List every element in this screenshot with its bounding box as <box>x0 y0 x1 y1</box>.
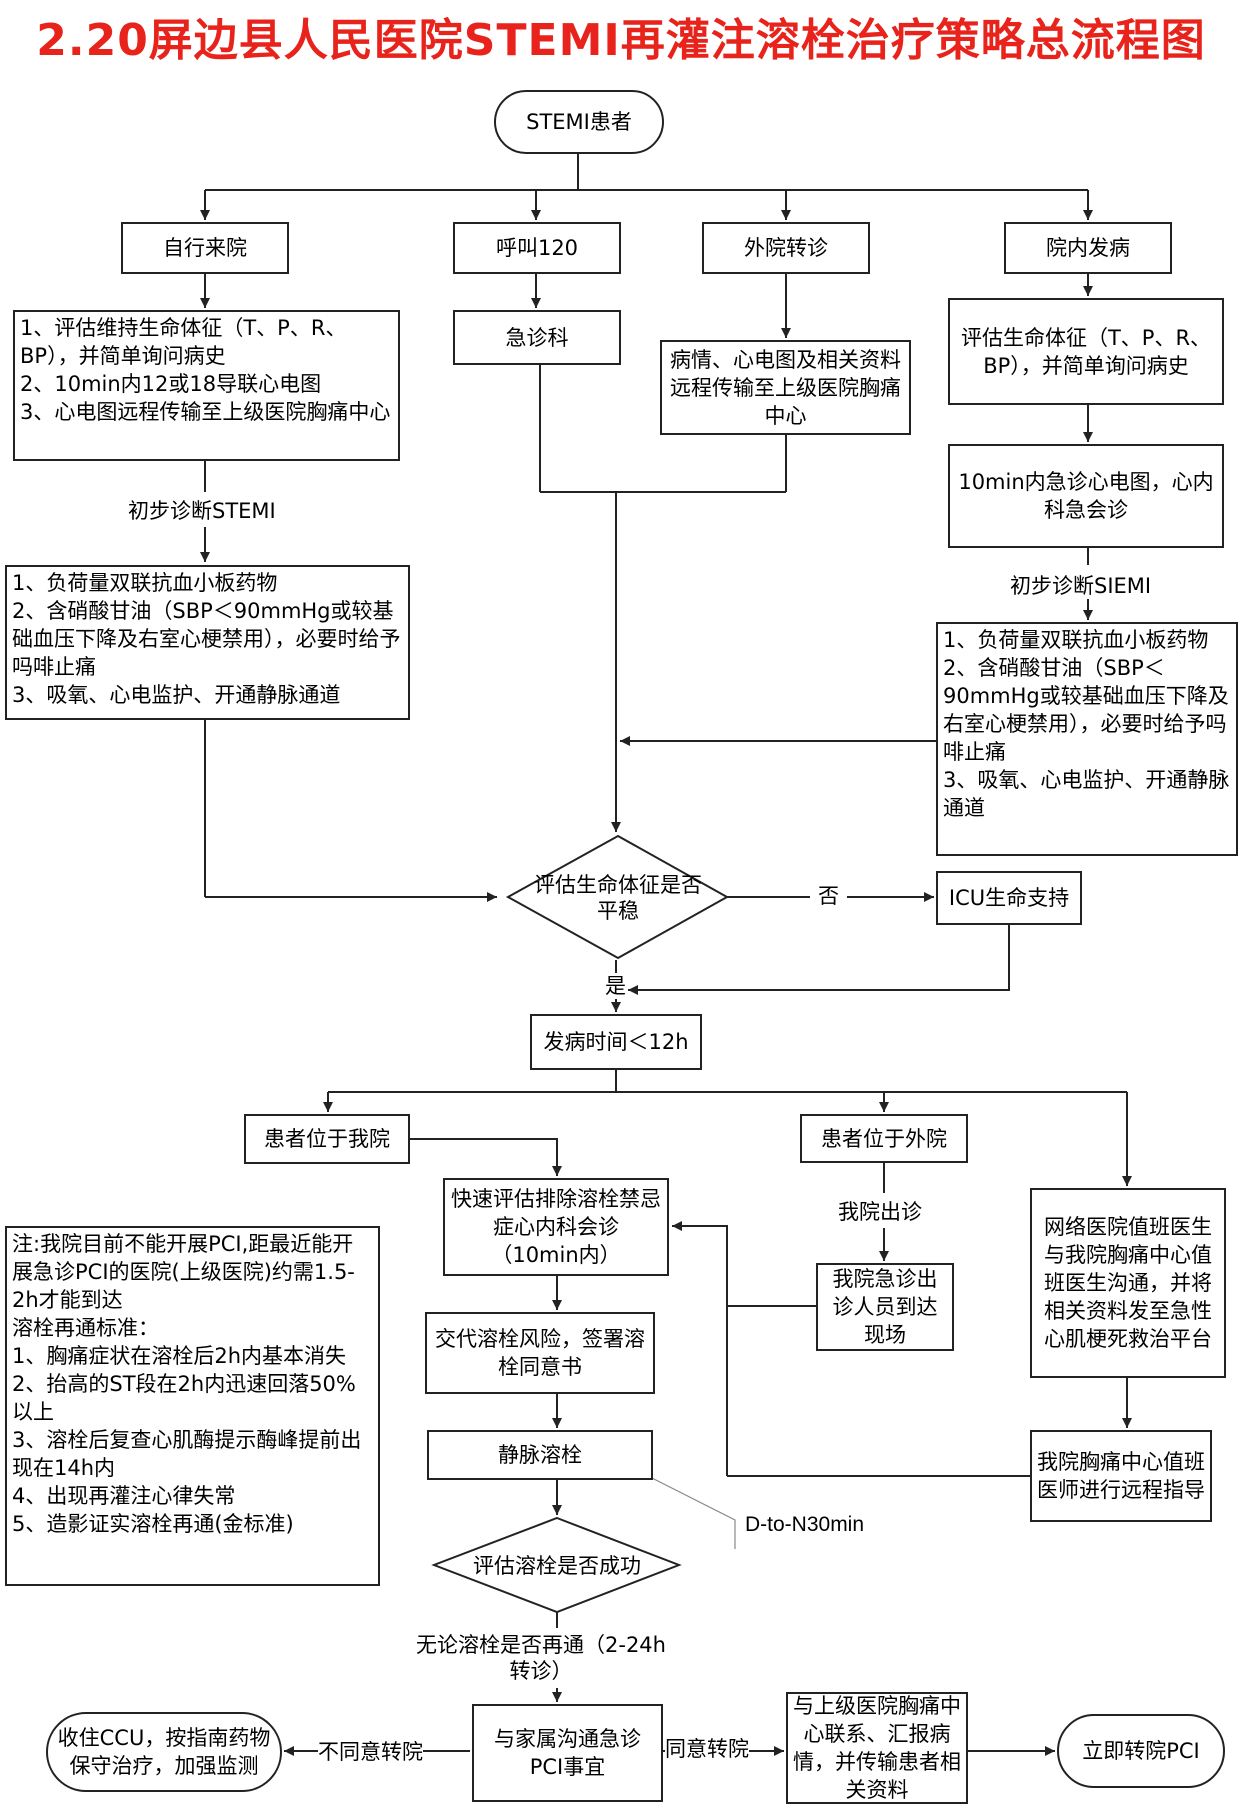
self-arrival-label: 自行来院 <box>163 236 247 260</box>
page-title: 2.20屏边县人民医院STEMI再灌注溶栓治疗策略总流程图 <box>36 15 1206 66</box>
note-line-7: 5、造影证实溶栓再通(金标准) <box>12 1512 294 1536</box>
prelim-diagnosis-left-label: 初步诊断STEMI <box>128 498 276 524</box>
inhosp-assess-box: 评估生命体征（T、P、R、BP），并简单询问病史 <box>948 298 1224 405</box>
left-treatment-box: 1、负荷量双联抗血小板药物 2、含硝酸甘油（SBP＜90mmHg或较基础血压下降… <box>5 565 410 720</box>
self-step-1: 1、评估维持生命体征（T、P、R、BP），并简单询问病史 <box>20 316 347 368</box>
prelim-diagnosis-right-label: 初步诊断SIEMI <box>1010 573 1152 599</box>
note-line-5: 3、溶栓后复查心肌酶提示酶峰提前出现在14h内 <box>12 1428 362 1480</box>
in-hospital-box: 院内发病 <box>1004 222 1172 274</box>
left-treat-2: 2、含硝酸甘油（SBP＜90mmHg或较基础血压下降及右室心梗禁用），必要时给予… <box>12 599 401 679</box>
transfer-pci-label: 立即转院PCI <box>1082 1739 1200 1763</box>
self-arrival-steps-box: 1、评估维持生命体征（T、P、R、BP），并简单询问病史 2、10min内12或… <box>13 310 400 461</box>
call-120-box: 呼叫120 <box>453 222 621 274</box>
transfer-info-box: 病情、心电图及相关资料远程传输至上级医院胸痛中心 <box>660 340 911 435</box>
network-doctor-label: 网络医院值班医生与我院胸痛中心值班医生沟通，并将相关资料发至急性心肌梗死救治平台 <box>1044 1215 1212 1351</box>
quick-assess-label: 快速评估排除溶栓禁忌症心内科会诊（10min内） <box>451 1187 661 1267</box>
regardless-label: 无论溶栓是否再通（2-24h 转诊） <box>416 1632 666 1684</box>
patient-other-box: 患者位于外院 <box>800 1114 968 1163</box>
self-step-2: 2、10min内12或18导联心电图 <box>20 372 322 396</box>
assess-success-label: 评估溶栓是否成功 <box>473 1554 641 1578</box>
inhosp-ecg-label: 10min内急诊心电图，心内科急会诊 <box>958 470 1214 522</box>
inform-risk-label: 交代溶栓风险，签署溶栓同意书 <box>435 1327 645 1379</box>
family-talk-box: 与家属沟通急诊PCI事宜 <box>472 1704 663 1802</box>
onset-time-label: 发病时间＜12h <box>543 1030 689 1054</box>
yes-label: 是 <box>605 973 626 999</box>
patient-here-box: 患者位于我院 <box>244 1114 410 1164</box>
ccu-label: 收住CCU，按指南药物保守治疗，加强监测 <box>57 1726 271 1778</box>
emergency-dept-box: 急诊科 <box>453 310 621 365</box>
no-label: 否 <box>818 883 839 909</box>
assess-vitals-decision: 评估生命体征是否平稳 <box>525 870 711 926</box>
quick-assess-box: 快速评估排除溶栓禁忌症心内科会诊（10min内） <box>443 1178 669 1276</box>
inform-risk-box: 交代溶栓风险，签署溶栓同意书 <box>425 1312 655 1394</box>
disagree-label: 不同意转院 <box>318 1739 423 1765</box>
call-120-label: 呼叫120 <box>495 236 579 260</box>
regardless-line-2: 转诊） <box>509 1659 573 1683</box>
note-box: 注:我院目前不能开展PCI,距最近能开展急诊PCI的医院(上级医院)约需1.5-… <box>5 1226 380 1586</box>
assess-vitals-label: 评估生命体征是否平稳 <box>534 873 702 923</box>
go-out-label: 我院出诊 <box>838 1199 922 1225</box>
contact-upper-label: 与上级医院胸痛中心联系、汇报病情，并传输患者相关资料 <box>793 1694 961 1802</box>
contact-upper-box: 与上级医院胸痛中心联系、汇报病情，并传输患者相关资料 <box>786 1692 968 1804</box>
transfer-pci-node: 立即转院PCI <box>1057 1714 1225 1788</box>
transfer-info-label: 病情、心电图及相关资料远程传输至上级医院胸痛中心 <box>670 347 901 428</box>
inhosp-ecg-box: 10min内急诊心电图，心内科急会诊 <box>948 444 1224 548</box>
right-treat-1: 1、负荷量双联抗血小板药物 <box>943 628 1209 652</box>
left-treat-3: 3、吸氧、心电监护、开通静脉通道 <box>12 683 341 707</box>
note-line-1: 注:我院目前不能开展PCI,距最近能开展急诊PCI的医院(上级医院)约需1.5-… <box>12 1232 355 1312</box>
iv-thrombolysis-label: 静脉溶栓 <box>498 1443 582 1467</box>
start-label: STEMI患者 <box>526 110 632 134</box>
d-to-n-label: D-to-N30min <box>745 1512 865 1538</box>
patient-other-label: 患者位于外院 <box>821 1126 947 1151</box>
remote-guide-label: 我院胸痛中心值班医师进行远程指导 <box>1037 1450 1205 1502</box>
self-arrival-box: 自行来院 <box>121 222 289 274</box>
onset-time-box: 发病时间＜12h <box>530 1014 702 1070</box>
transfer-in-box: 外院转诊 <box>702 222 870 274</box>
ccu-node: 收住CCU，按指南药物保守治疗，加强监测 <box>46 1712 282 1792</box>
in-hospital-label: 院内发病 <box>1046 236 1130 260</box>
right-treatment-box: 1、负荷量双联抗血小板药物 2、含硝酸甘油（SBP＜90mmHg或较基础血压下降… <box>936 622 1238 856</box>
note-line-4: 2、抬高的ST段在2h内迅速回落50%以上 <box>12 1372 356 1424</box>
icu-label: ICU生命支持 <box>948 886 1070 910</box>
assess-success-decision: 评估溶栓是否成功 <box>450 1551 664 1581</box>
family-talk-label: 与家属沟通急诊PCI事宜 <box>494 1727 641 1779</box>
self-step-3: 3、心电图远程传输至上级医院胸痛中心 <box>20 400 391 424</box>
note-line-6: 4、出现再灌注心律失常 <box>12 1484 236 1508</box>
our-staff-label: 我院急诊出诊人员到达现场 <box>832 1267 938 1347</box>
emergency-dept-label: 急诊科 <box>505 325 569 350</box>
left-treat-1: 1、负荷量双联抗血小板药物 <box>12 571 278 595</box>
iv-thrombolysis-box: 静脉溶栓 <box>427 1430 653 1480</box>
network-doctor-box: 网络医院值班医生与我院胸痛中心值班医生沟通，并将相关资料发至急性心肌梗死救治平台 <box>1030 1188 1226 1378</box>
note-line-2: 溶栓再通标准： <box>12 1316 159 1340</box>
remote-guide-box: 我院胸痛中心值班医师进行远程指导 <box>1030 1430 1212 1522</box>
icu-box: ICU生命支持 <box>936 871 1082 925</box>
our-staff-box: 我院急诊出诊人员到达现场 <box>816 1263 954 1351</box>
right-treat-3: 3、吸氧、心电监护、开通静脉通道 <box>943 768 1230 820</box>
start-node: STEMI患者 <box>494 90 664 154</box>
patient-here-label: 患者位于我院 <box>264 1127 390 1151</box>
agree-label: 同意转院 <box>665 1736 749 1762</box>
regardless-line-1: 无论溶栓是否再通（2-24h <box>416 1633 666 1657</box>
inhosp-assess-label: 评估生命体征（T、P、R、BP），并简单询问病史 <box>960 325 1212 378</box>
transfer-in-label: 外院转诊 <box>744 236 828 260</box>
note-line-3: 1、胸痛症状在溶栓后2h内基本消失 <box>12 1344 347 1368</box>
right-treat-2: 2、含硝酸甘油（SBP＜90mmHg或较基础血压下降及右室心梗禁用），必要时给予… <box>943 656 1229 764</box>
